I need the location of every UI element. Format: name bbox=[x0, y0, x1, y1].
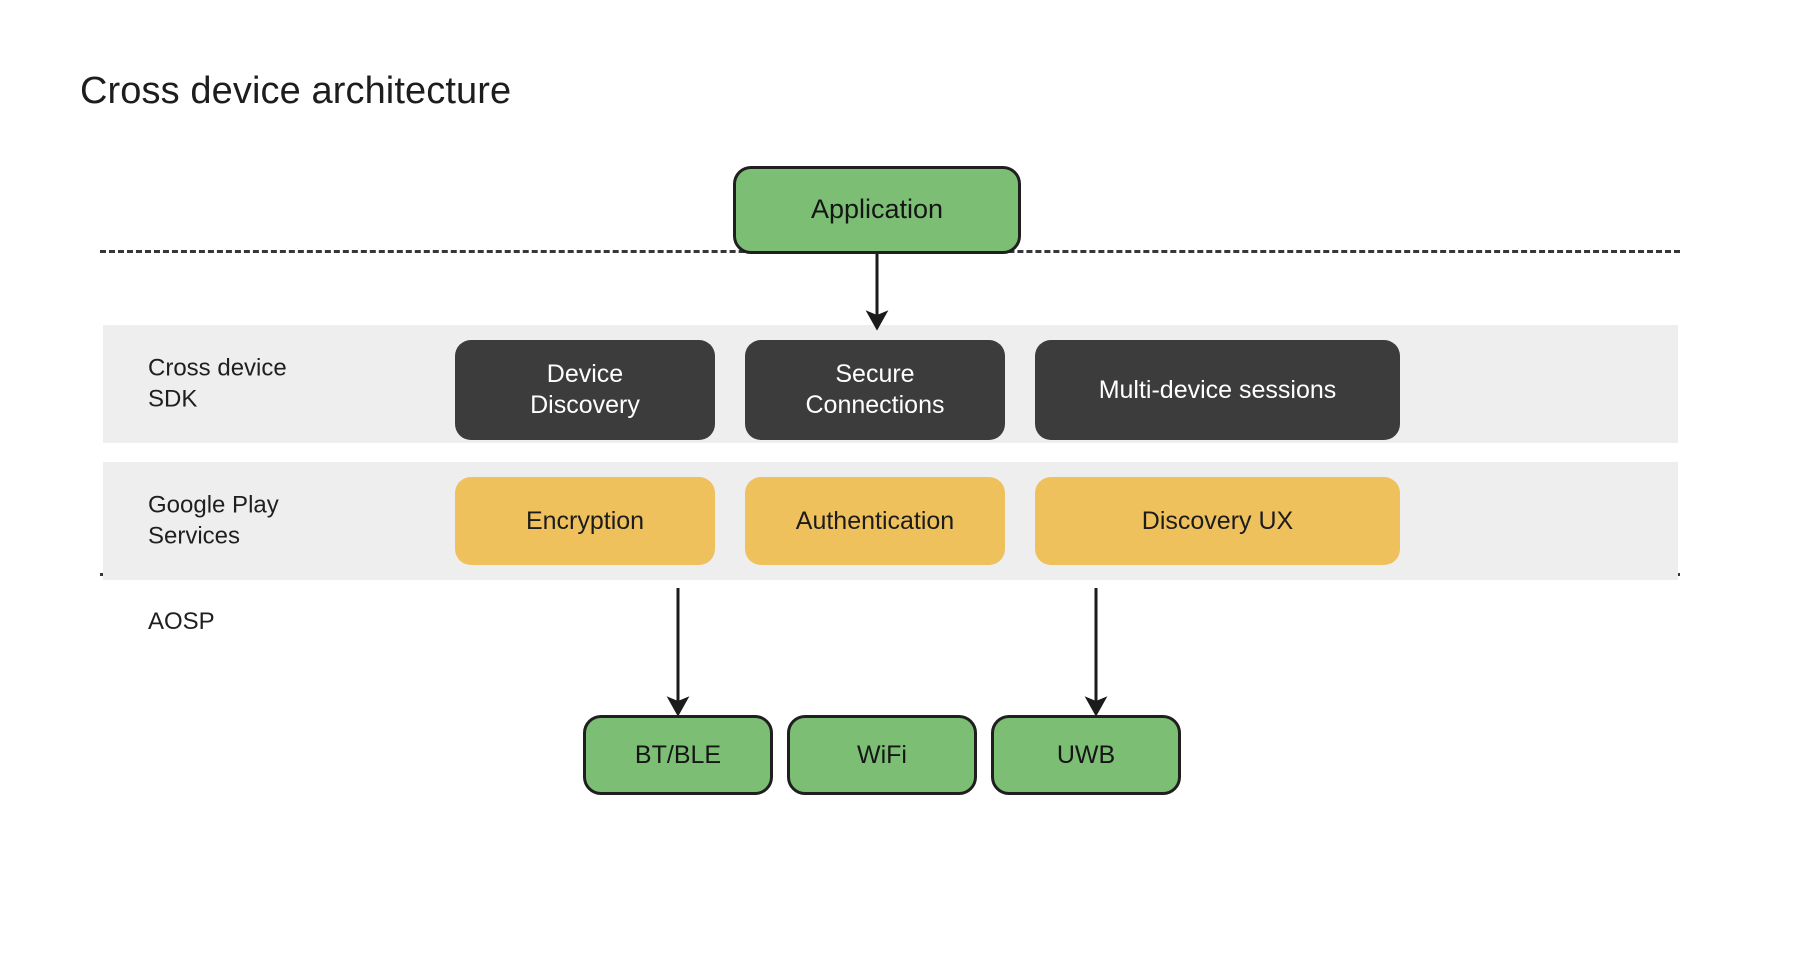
node-encryption[interactable]: Encryption bbox=[455, 477, 715, 565]
node-uwb[interactable]: UWB bbox=[991, 715, 1181, 795]
node-authentication[interactable]: Authentication bbox=[745, 477, 1005, 565]
node-discovery-ux[interactable]: Discovery UX bbox=[1035, 477, 1400, 565]
node-device-discovery[interactable]: Device Discovery bbox=[455, 340, 715, 440]
layer-label-aosp: AOSP bbox=[148, 608, 215, 635]
node-btble[interactable]: BT/BLE bbox=[583, 715, 773, 795]
node-wifi[interactable]: WiFi bbox=[787, 715, 977, 795]
layer-label-google-play-services: Google Play Services bbox=[148, 491, 279, 549]
node-multi-device-sessions[interactable]: Multi-device sessions bbox=[1035, 340, 1400, 440]
layer-label-cross-device-sdk: Cross device SDK bbox=[148, 354, 287, 412]
node-application[interactable]: Application bbox=[733, 166, 1021, 254]
page-title: Cross device architecture bbox=[80, 70, 512, 112]
node-secure-connections[interactable]: Secure Connections bbox=[745, 340, 1005, 440]
